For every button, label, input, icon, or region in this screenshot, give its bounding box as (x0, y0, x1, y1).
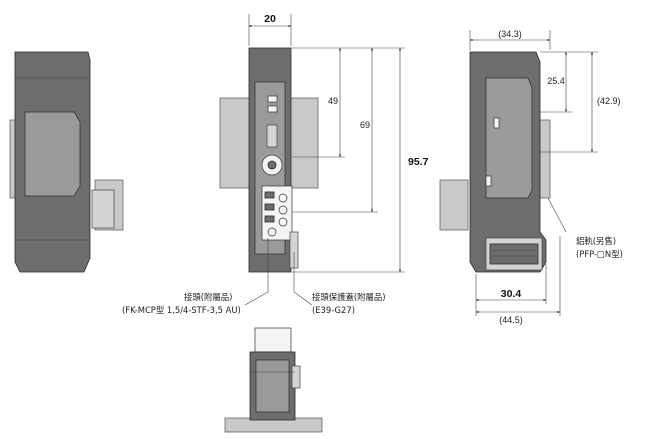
right-slot-2 (485, 175, 492, 187)
dim-height-49: 49 (328, 96, 338, 106)
right-rail-tab (439, 179, 469, 231)
left-side-view (9, 51, 124, 273)
front-view (219, 47, 319, 273)
right-side-view (439, 51, 551, 273)
dim-height-69: 69 (360, 120, 370, 130)
connector-part: (FK-MCP型 1,5/4-STF-3,5 AU) (122, 305, 241, 315)
right-slot-1 (493, 117, 500, 129)
dim-side-top-width: (34.3) (498, 29, 522, 39)
dim-side-25-4: 25.4 (547, 76, 565, 86)
dim-front-width: 20 (264, 13, 276, 25)
dim-side-bottom-44-5: (44.5) (499, 315, 523, 325)
dim-height-total: 95.7 (408, 156, 429, 168)
left-housing-face (24, 111, 81, 197)
cover-title: 接頭保護蓋(附屬品) (312, 292, 386, 302)
cover-part: (E39-G27) (312, 305, 355, 315)
rail-part: (PFP-□N型) (576, 249, 623, 259)
front-port (266, 124, 278, 148)
front-led-1 (267, 95, 278, 103)
left-bottom-bracket (91, 189, 115, 229)
right-housing-face (485, 77, 533, 199)
connector-title: 接頭(附屬品) (184, 292, 232, 302)
bottom-view (224, 327, 323, 433)
dim-side-bottom-30-4: 30.4 (501, 288, 522, 300)
connector-leader (244, 238, 269, 306)
front-led-2 (267, 105, 278, 113)
bottom-top-block (254, 327, 292, 353)
cover-leader (293, 252, 313, 306)
rail-leader (547, 197, 567, 233)
rail-title: 鋁軌(另售) (576, 236, 616, 246)
dim-side-42-9: (42.9) (597, 96, 621, 106)
